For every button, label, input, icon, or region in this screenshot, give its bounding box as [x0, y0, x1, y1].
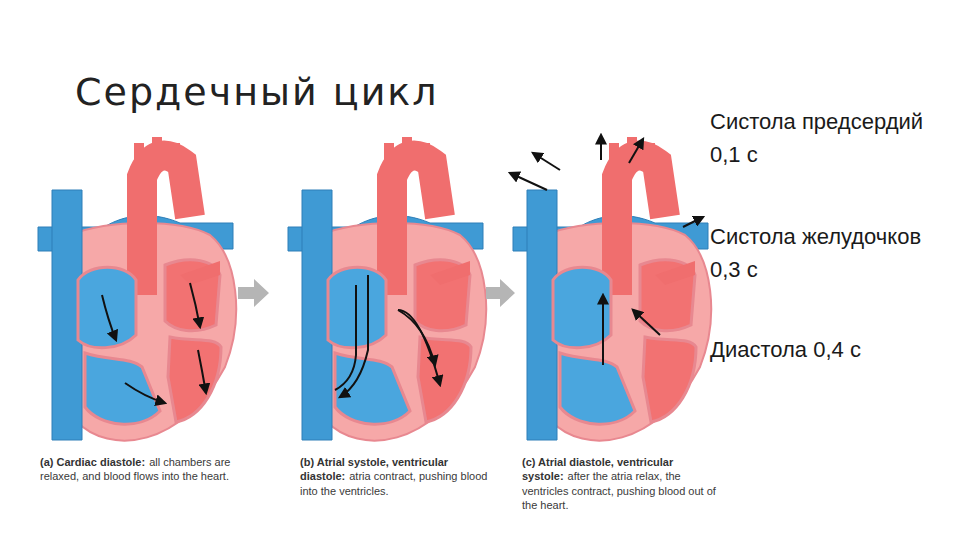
- flow-line: [335, 285, 356, 390]
- figure-caption: (b) Atrial systole, ventricular diastole…: [300, 455, 505, 498]
- flow-arrow: [398, 310, 440, 385]
- figure-caption: (c) Atrial diastole, ventricular systole…: [522, 455, 718, 512]
- heart-drawing: [513, 137, 711, 441]
- outflow-arrow: [510, 173, 547, 190]
- flow-arrow: [102, 295, 116, 340]
- outflow-arrow: [600, 135, 602, 160]
- flow-arrow: [398, 310, 435, 365]
- flow-arrow: [190, 283, 200, 327]
- flow-arrow: [340, 275, 368, 397]
- heart-atrial-systole: [288, 137, 486, 441]
- outflow-arrow: [629, 139, 643, 163]
- flow-arrow: [602, 295, 604, 365]
- flow-arrow: [125, 383, 165, 403]
- flow-arrow: [198, 350, 206, 393]
- phase-duration: Систола предсердий 0,1 с: [710, 105, 948, 171]
- caption-heading: (a) Cardiac diastole:: [40, 456, 145, 468]
- phase-duration: Систола желудочков 0,3 с: [710, 220, 948, 286]
- heart-diastole: [38, 137, 236, 441]
- outflow-arrow: [683, 217, 703, 227]
- phase-duration: Диастола 0,4 с: [710, 333, 948, 366]
- heart-ventricular-systole: [510, 135, 711, 441]
- heart-drawing: [288, 137, 486, 441]
- page-title: Сердечный цикл: [75, 70, 439, 114]
- heart-drawing: [38, 137, 236, 441]
- flow-arrow: [633, 310, 660, 335]
- step-arrow: [486, 279, 515, 307]
- outflow-arrow: [533, 153, 560, 170]
- step-arrow: [238, 279, 269, 307]
- figure-caption: (a) Cardiac diastole:all chambers are re…: [40, 455, 255, 484]
